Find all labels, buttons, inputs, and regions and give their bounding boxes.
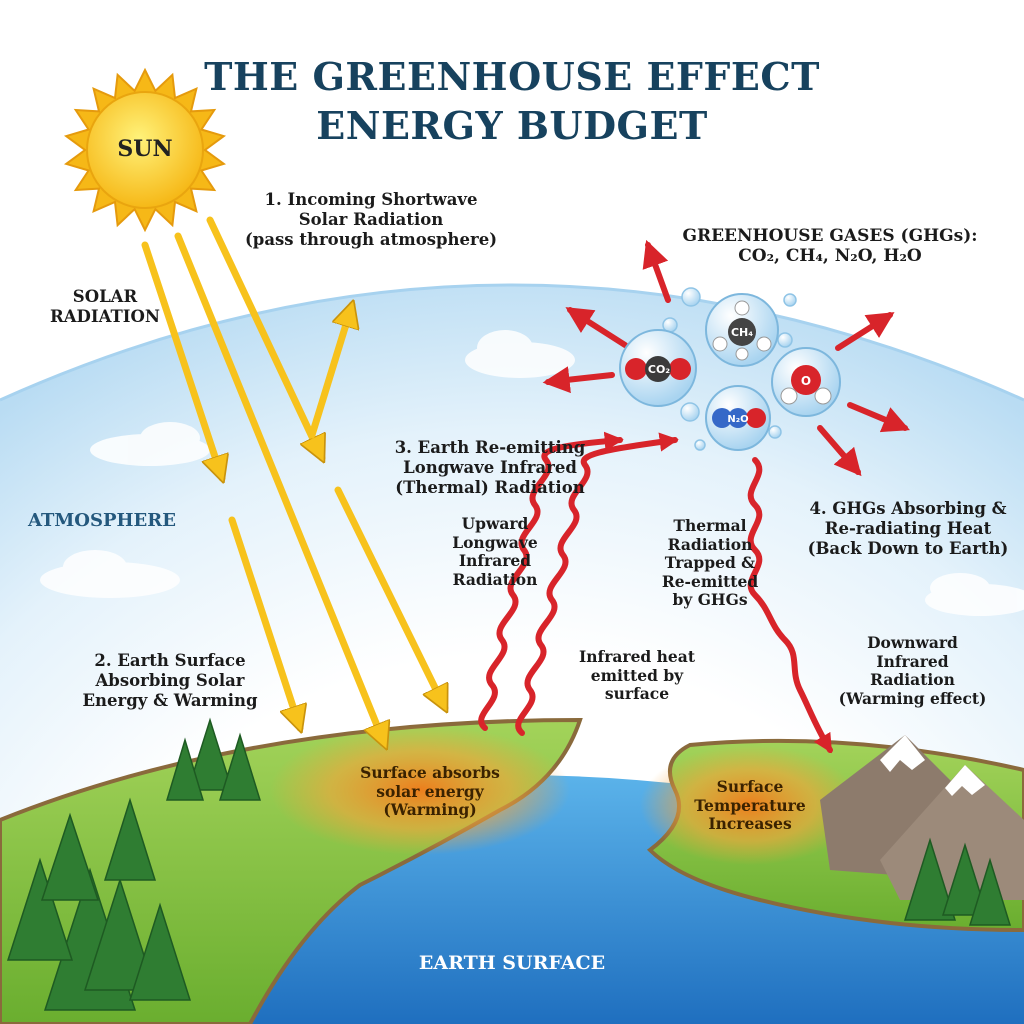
molecule-ch4 [705,293,779,367]
solar-arrow-3 [174,232,385,745]
surface-glow-right [640,745,860,865]
upward-infrared-wave-2 [515,432,679,736]
atmosphere-edge [0,283,1024,402]
h2o-molecule-label: O [801,374,811,388]
atmosphere-label: ATMOSPHERE [28,510,176,531]
step2-label: 2. Earth Surface Absorbing Solar Energy … [82,651,258,710]
molecule-co2 [619,329,697,407]
thermal-trapped-label: Thermal Radiation Trapped & Re-emitted b… [661,516,759,610]
reflected-arrow [308,305,352,439]
clouds [40,330,1024,616]
sun [63,67,227,233]
solar-radiation-arrows [141,216,445,745]
n2o-molecule-label: N₂O [727,414,748,425]
molecule-n2o [705,385,771,451]
earth-surface-label: EARTH SURFACE [418,952,606,974]
trees [6,717,1012,1011]
ghg-title-label: GREENHOUSE GASES (GHGs): CO₂, CH₄, N₂O, … [682,226,978,267]
step4-label: 4. GHGs Absorbing & Re-radiating Heat (B… [807,499,1009,558]
sun-label: SUN [117,136,173,162]
solar-radiation-label: SOLAR RADIATION [50,287,160,326]
molecule-h2o [771,347,841,417]
upward-infrared-wave-1 [478,431,624,731]
downward-infrared-wave [747,457,833,754]
title-line-2: ENERGY BUDGET [316,103,708,149]
surface-absorbs-label: Surface absorbs solar energy (Warming) [360,763,500,820]
solar-arrow-1 [141,241,222,478]
page-title: THE GREENHOUSE EFFECT ENERGY BUDGET [140,52,884,151]
infrared-heat-label: Infrared heat emitted by surface [579,647,695,704]
co2-molecule-label: CO₂ [648,363,670,376]
solar-arrow-4 [206,216,322,458]
ch4-molecule-label: CH₄ [731,326,753,339]
solar-arrow-2 [228,516,300,728]
ghg-reradiation-arrows [542,239,910,477]
step3-label: 3. Earth Re-emitting Longwave Infrared (… [394,438,586,497]
title-line-1: THE GREENHOUSE EFFECT [204,54,820,99]
step1-label: 1. Incoming Shortwave Solar Radiation (p… [244,190,498,249]
upward-radiation-label: Upward Longwave Infrared Radiation [452,514,538,589]
surface-glow-left [270,725,570,855]
downward-radiation-label: Downward Infrared Radiation (Warming eff… [838,633,987,708]
surface-temperature-label: Surface Temperature Increases [694,777,806,834]
solar-arrow-5 [334,486,445,708]
